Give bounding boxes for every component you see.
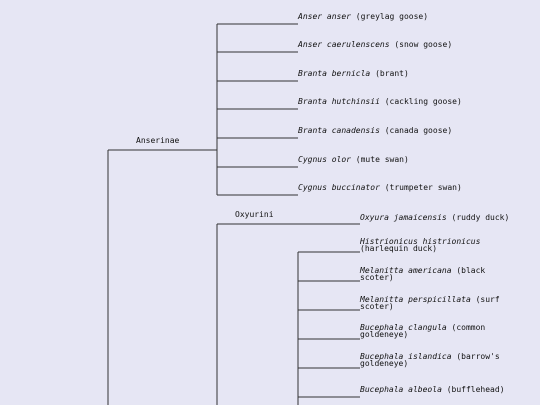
- common-name-part: (surf: [471, 295, 500, 304]
- tree-labels: Anserinae Oxyurini Anser anser (greylag …: [136, 12, 509, 394]
- species-name: Cygnus buccinator: [298, 183, 380, 192]
- species-name: Bucephala islandica: [360, 352, 452, 361]
- species-name: Cygnus olor: [298, 155, 351, 164]
- species-name: Histrionicus histrionicus: [359, 237, 481, 246]
- clade-label-oxyurini: Oxyurini: [235, 210, 274, 219]
- leaf-label-melanitta-americana: Melanitta americana (black scoter): [359, 266, 485, 282]
- common-name: goldeneye): [360, 359, 408, 368]
- leaf-label-branta-canadensis: Branta canadensis (canada goose): [298, 126, 452, 135]
- common-name: (cackling goose): [380, 97, 462, 106]
- common-name: (trumpeter swan): [380, 183, 462, 192]
- common-name: (bufflehead): [442, 385, 505, 394]
- leaf-label-bucephala-clangula: Bucephala clangula (common goldeneye): [360, 323, 485, 339]
- common-name: scoter): [360, 273, 394, 282]
- common-name: (greylag goose): [351, 12, 428, 21]
- common-name-part: (black: [452, 266, 486, 275]
- species-name: Branta canadensis: [298, 126, 380, 135]
- common-name-part: (barrow's: [452, 352, 500, 361]
- common-name: (ruddy duck): [447, 213, 510, 222]
- species-name: Melanitta americana: [359, 266, 452, 275]
- leaf-label-anser-anser: Anser anser (greylag goose): [297, 12, 428, 21]
- species-name: Oxyura jamaicensis: [360, 213, 447, 222]
- leaf-label-anser-caerulenscens: Anser caerulenscens (snow goose): [297, 40, 452, 49]
- tree-branches: [107, 23, 360, 405]
- common-name: (snow goose): [390, 40, 453, 49]
- leaf-label-histrionicus-histrionicus: Histrionicus histrionicus(harlequin duck…: [359, 237, 481, 253]
- leaf-label-cygnus-buccinator: Cygnus buccinator (trumpeter swan): [298, 183, 462, 192]
- species-name: Branta hutchinsii: [298, 97, 380, 106]
- common-name: scoter): [360, 302, 394, 311]
- common-name: (canada goose): [380, 126, 452, 135]
- common-name: goldeneye): [360, 330, 408, 339]
- leaf-label-cygnus-olor: Cygnus olor (mute swan): [298, 155, 409, 164]
- species-name: Anser caerulenscens: [297, 40, 390, 49]
- species-name: Bucephala albeola: [360, 385, 442, 394]
- species-name: Branta bernicla: [298, 69, 370, 78]
- common-name: (brant): [370, 69, 409, 78]
- common-name: (mute swan): [351, 155, 409, 164]
- species-name: Anser anser: [297, 12, 351, 21]
- leaf-label-bucephala-albeola: Bucephala albeola (bufflehead): [360, 385, 505, 394]
- species-name: Bucephala clangula: [360, 323, 447, 332]
- leaf-label-branta-hutchinsii: Branta hutchinsii (cackling goose): [298, 97, 462, 106]
- leaf-label-melanitta-perspicillata: Melanitta perspicillata (surf scoter): [359, 295, 500, 311]
- clade-label-anserinae: Anserinae: [136, 136, 180, 145]
- leaf-label-bucephala-islandica: Bucephala islandica (barrow's goldeneye): [360, 352, 500, 368]
- leaf-label-branta-bernicla: Branta bernicla (brant): [298, 69, 409, 78]
- common-name-part: (common: [447, 323, 486, 332]
- leaf-label-oxyura-jamaicensis: Oxyura jamaicensis (ruddy duck): [360, 213, 509, 222]
- common-name: (harlequin duck): [360, 244, 437, 253]
- species-name: Melanitta perspicillata: [359, 295, 471, 304]
